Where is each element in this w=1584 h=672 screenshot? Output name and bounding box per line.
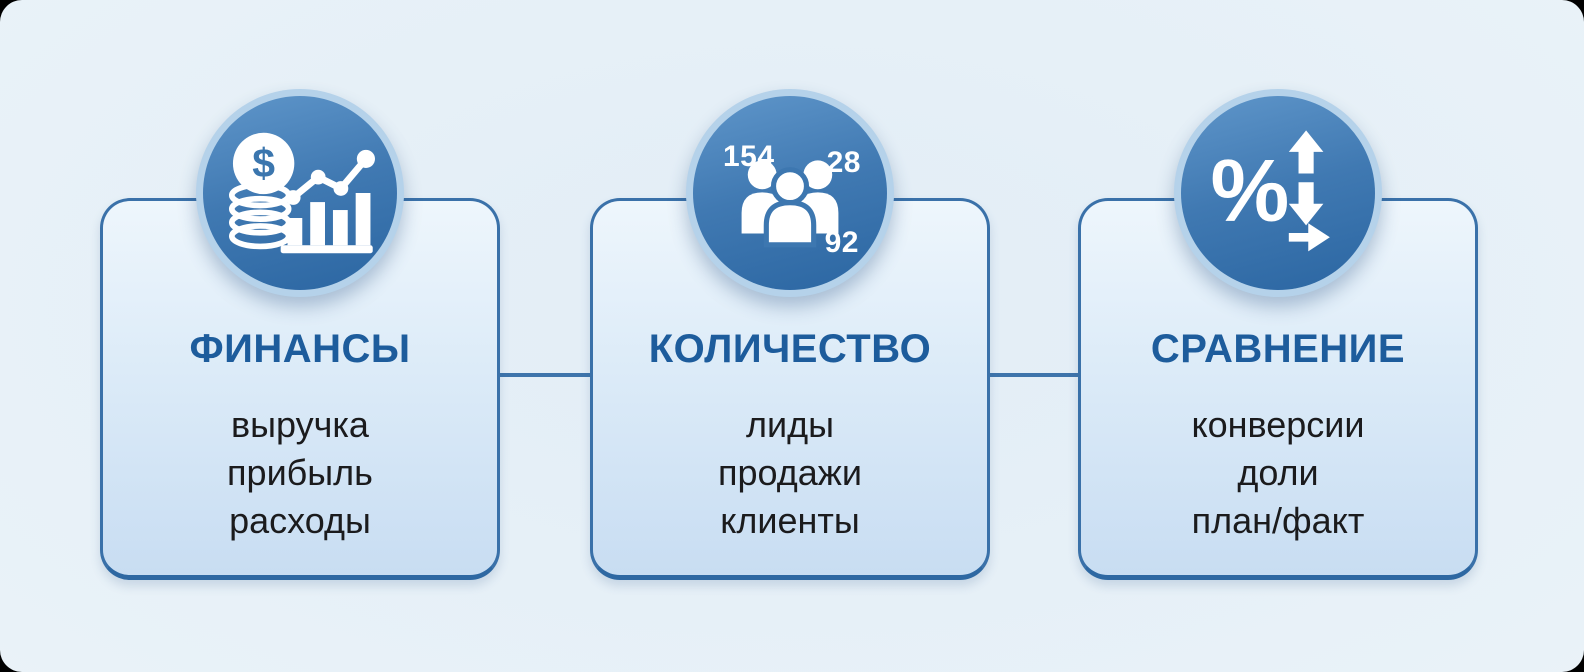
dollar-symbol: $ bbox=[252, 140, 275, 186]
list-item: прибыль bbox=[227, 452, 373, 493]
card-title: ФИНАНСЫ bbox=[189, 327, 411, 371]
down-arrow-icon bbox=[1288, 182, 1324, 226]
right-arrow-icon bbox=[1288, 223, 1330, 252]
people-count-badge: 92 bbox=[824, 226, 859, 259]
list-item: план/факт bbox=[1191, 500, 1365, 541]
card-items: выручка прибыль расходы bbox=[227, 401, 373, 545]
card-title: СРАВНЕНИЕ bbox=[1150, 327, 1406, 371]
percent-symbol: % bbox=[1211, 141, 1289, 240]
people-count-badge: 154 bbox=[723, 140, 775, 173]
list-item: выручка bbox=[231, 404, 369, 445]
icon-circle-comparison: % bbox=[1174, 89, 1382, 297]
percent-arrows-icon: % bbox=[1211, 130, 1330, 252]
coins-bar-chart-icon: $ bbox=[228, 132, 375, 254]
card-comparison: СРАВНЕНИЕ конверсии доли план/факт bbox=[1078, 198, 1478, 580]
list-item: доли bbox=[1237, 452, 1319, 493]
people-count-badge: 28 bbox=[826, 146, 861, 179]
connector-line bbox=[498, 373, 592, 377]
list-item: лиды bbox=[746, 404, 834, 445]
card-title: КОЛИЧЕСТВО bbox=[648, 327, 932, 371]
connector-line bbox=[988, 373, 1080, 377]
icon-circle-inner: $ bbox=[203, 96, 397, 290]
icon-circle-inner: % bbox=[1181, 96, 1375, 290]
card-items: лиды продажи клиенты bbox=[718, 401, 862, 545]
card-items: конверсии доли план/факт bbox=[1191, 401, 1364, 545]
icon-circle-quantity: 154 28 92 bbox=[686, 89, 894, 297]
icon-circle-finances: $ bbox=[196, 89, 404, 297]
list-item: продажи bbox=[718, 452, 862, 493]
list-item: конверсии bbox=[1191, 404, 1365, 445]
list-item: расходы bbox=[229, 500, 371, 541]
list-item: клиенты bbox=[720, 500, 860, 541]
up-arrow-icon bbox=[1288, 130, 1324, 174]
icon-circle-inner: 154 28 92 bbox=[693, 96, 887, 290]
people-group-icon bbox=[741, 159, 839, 247]
